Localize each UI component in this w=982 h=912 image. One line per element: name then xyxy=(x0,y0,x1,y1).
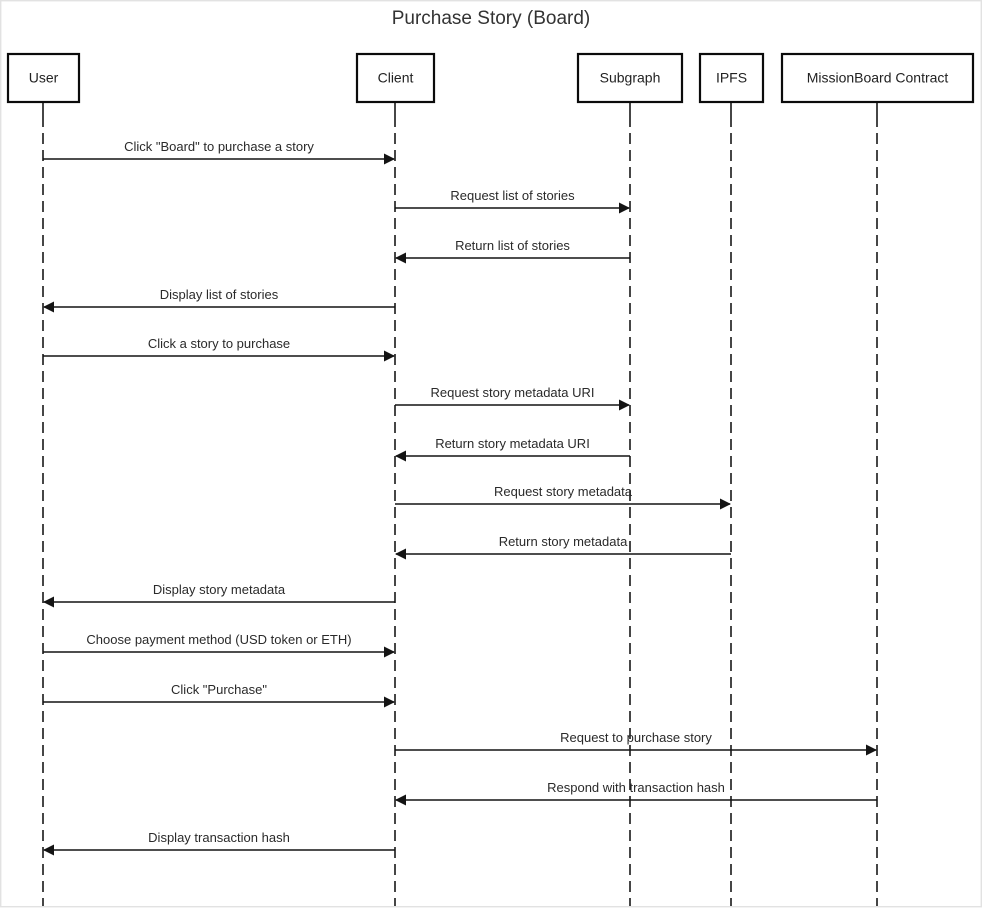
message-4: Display list of stories xyxy=(43,287,395,313)
message-arrowhead-4 xyxy=(43,301,54,313)
message-arrowhead-9 xyxy=(395,548,406,560)
message-label-9: Return story metadata xyxy=(499,534,628,549)
message-arrowhead-13 xyxy=(866,744,877,756)
message-7: Return story metadata URI xyxy=(395,436,630,462)
message-arrowhead-12 xyxy=(384,696,395,708)
diagram-title: Purchase Story (Board) xyxy=(392,8,591,29)
message-9: Return story metadata xyxy=(395,534,731,560)
message-arrowhead-8 xyxy=(720,498,731,510)
message-label-1: Click "Board" to purchase a story xyxy=(124,139,314,154)
message-arrowhead-14 xyxy=(395,794,406,806)
message-label-15: Display transaction hash xyxy=(148,830,290,845)
message-arrowhead-7 xyxy=(395,450,406,462)
message-arrowhead-11 xyxy=(384,646,395,658)
message-1: Click "Board" to purchase a story xyxy=(43,139,395,165)
participant-box-subgraph[interactable] xyxy=(576,52,684,104)
participant-label-subgraph: Subgraph xyxy=(600,70,661,86)
message-8: Request story metadata xyxy=(395,484,731,510)
message-label-12: Click "Purchase" xyxy=(171,682,267,697)
participant-label-client: Client xyxy=(378,70,414,86)
participant-user[interactable]: User xyxy=(6,52,81,104)
message-arrowhead-2 xyxy=(619,202,630,214)
message-5: Click a story to purchase xyxy=(43,336,395,362)
participant-box-contract[interactable] xyxy=(780,52,975,104)
message-arrowhead-6 xyxy=(619,399,630,411)
message-arrowhead-1 xyxy=(384,153,395,165)
message-arrowhead-10 xyxy=(43,596,54,608)
message-label-4: Display list of stories xyxy=(160,287,279,302)
message-label-2: Request list of stories xyxy=(450,188,575,203)
participant-box-user[interactable] xyxy=(6,52,81,104)
participant-label-contract: MissionBoard Contract xyxy=(807,70,949,86)
message-15: Display transaction hash xyxy=(43,830,395,856)
message-2: Request list of stories xyxy=(395,188,630,214)
message-label-6: Request story metadata URI xyxy=(430,385,594,400)
message-arrowhead-5 xyxy=(384,350,395,362)
participant-contract[interactable]: MissionBoard Contract xyxy=(780,52,975,104)
message-12: Click "Purchase" xyxy=(43,682,395,708)
message-label-8: Request story metadata xyxy=(494,484,633,499)
message-10: Display story metadata xyxy=(43,582,395,608)
message-label-5: Click a story to purchase xyxy=(148,336,290,351)
participant-label-user: User xyxy=(29,70,59,86)
message-11: Choose payment method (USD token or ETH) xyxy=(43,632,395,658)
messages-layer: Click "Board" to purchase a storyRequest… xyxy=(43,139,877,856)
message-label-3: Return list of stories xyxy=(455,238,570,253)
participant-client[interactable]: Client xyxy=(355,52,436,104)
participant-subgraph[interactable]: Subgraph xyxy=(576,52,684,104)
message-label-7: Return story metadata URI xyxy=(435,436,590,451)
message-13: Request to purchase story xyxy=(395,730,877,756)
lifelines-layer xyxy=(42,102,878,906)
message-14: Respond with transaction hash xyxy=(395,780,877,806)
message-3: Return list of stories xyxy=(395,238,630,264)
participant-box-ipfs[interactable] xyxy=(698,52,765,104)
message-arrowhead-3 xyxy=(395,252,406,264)
message-label-13: Request to purchase story xyxy=(560,730,712,745)
message-arrowhead-15 xyxy=(43,844,54,856)
participant-label-ipfs: IPFS xyxy=(716,70,747,86)
participant-ipfs[interactable]: IPFS xyxy=(698,52,765,104)
message-label-10: Display story metadata xyxy=(153,582,286,597)
participant-box-client[interactable] xyxy=(355,52,436,104)
message-label-11: Choose payment method (USD token or ETH) xyxy=(86,632,351,647)
message-label-14: Respond with transaction hash xyxy=(547,780,725,795)
message-6: Request story metadata URI xyxy=(395,385,630,411)
participants-layer: User Client Subgraph IPFS MissionBoard Contr… xyxy=(6,52,975,104)
